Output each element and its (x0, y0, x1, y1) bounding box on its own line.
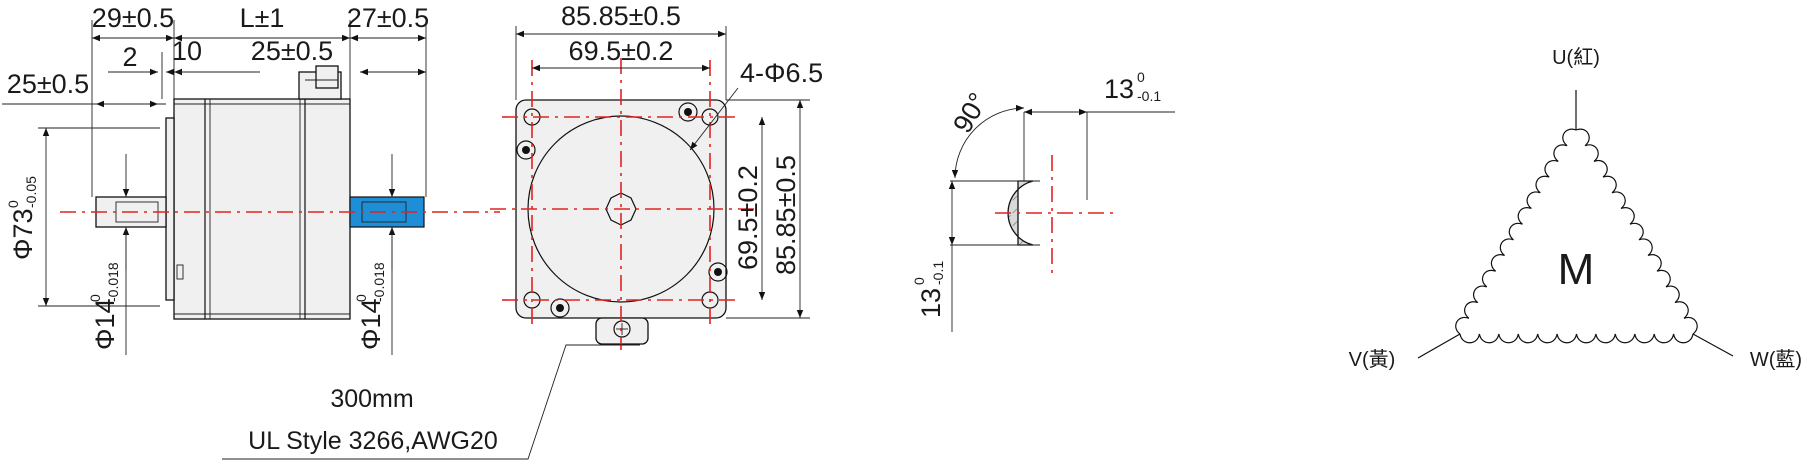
side-view: 29±0.5 L±1 27±0.5 2 10 25±0.5 25±0.5 Φ73… (2, 3, 500, 355)
dim-flange-height: 85.85±0.5 (771, 155, 801, 275)
svg-text:0: 0 (87, 294, 103, 302)
dim-rear-shaft-diameter: Φ14 0 -0.018 (353, 262, 387, 350)
shaft-section-shape (1007, 180, 1034, 246)
svg-text:Φ14: Φ14 (90, 298, 120, 350)
connector-block (298, 65, 342, 100)
svg-text:Φ14: Φ14 (356, 298, 386, 350)
dim-rear-shaft: 27±0.5 (347, 3, 429, 33)
cable-boss (595, 317, 649, 345)
coil-v-w (1459, 333, 1694, 344)
terminal-v-label: V(黃) (1349, 348, 1396, 371)
svg-text:-0.05: -0.05 (23, 176, 39, 208)
coil-u-v (1455, 128, 1577, 335)
coil-u-w (1575, 128, 1698, 335)
front-view: 85.85±0.5 69.5±0.2 4-Φ6.5 69.5±0.2 85.85… (490, 1, 823, 350)
wiring-diagram: M U(紅) V(黃) W(藍) (1349, 46, 1802, 371)
dim-flat-width: 13 0 -0.1 (1104, 69, 1161, 104)
lead-w (1692, 333, 1734, 357)
motor-body (173, 98, 351, 320)
dim-2: 2 (122, 42, 137, 72)
svg-text:-0.1: -0.1 (1137, 88, 1161, 104)
dim-body-length: L±1 (240, 3, 285, 33)
svg-text:-0.1: -0.1 (930, 261, 946, 285)
dim-pilot-diameter: Φ73 0 -0.05 (5, 176, 39, 260)
svg-text:13: 13 (1104, 74, 1134, 104)
svg-text:0: 0 (911, 277, 927, 285)
terminal-w-label: W(藍) (1750, 348, 1802, 371)
svg-text:0: 0 (5, 200, 21, 208)
svg-text:0: 0 (1137, 69, 1145, 85)
dim-hole-spacing-vertical: 69.5±0.2 (733, 165, 763, 270)
svg-text:0: 0 (353, 294, 369, 302)
dim-mounting-holes: 4-Φ6.5 (740, 58, 823, 88)
cable-note: 300mm UL Style 3266,AWG20 (222, 344, 640, 460)
dim-front-key: 25±0.5 (7, 69, 89, 99)
dim-rear-key: 25±0.5 (251, 36, 333, 66)
terminal-u-label: U(紅) (1552, 46, 1600, 69)
svg-text:-0.018: -0.018 (105, 262, 121, 302)
dim-10: 10 (172, 36, 202, 66)
dim-flange-width: 85.85±0.5 (561, 1, 681, 31)
svg-text:13: 13 (916, 288, 946, 318)
dim-hole-spacing: 69.5±0.2 (569, 36, 674, 66)
svg-text:Φ73: Φ73 (8, 208, 38, 260)
dim-front-shaft: 29±0.5 (92, 3, 174, 33)
shaft-section: 90° 13 0 -0.1 13 0 -0.1 (911, 69, 1175, 332)
cable-spec: UL Style 3266,AWG20 (248, 427, 498, 455)
svg-text:-0.018: -0.018 (371, 262, 387, 302)
dim-front-shaft-diameter: Φ14 0 -0.018 (87, 262, 121, 350)
dim-section-height: 13 0 -0.1 (911, 261, 946, 318)
motor-symbol-label: M (1558, 245, 1595, 294)
lead-v (1417, 333, 1461, 359)
dim-flat-angle: 90° (947, 88, 993, 138)
cable-length: 300mm (330, 385, 413, 413)
